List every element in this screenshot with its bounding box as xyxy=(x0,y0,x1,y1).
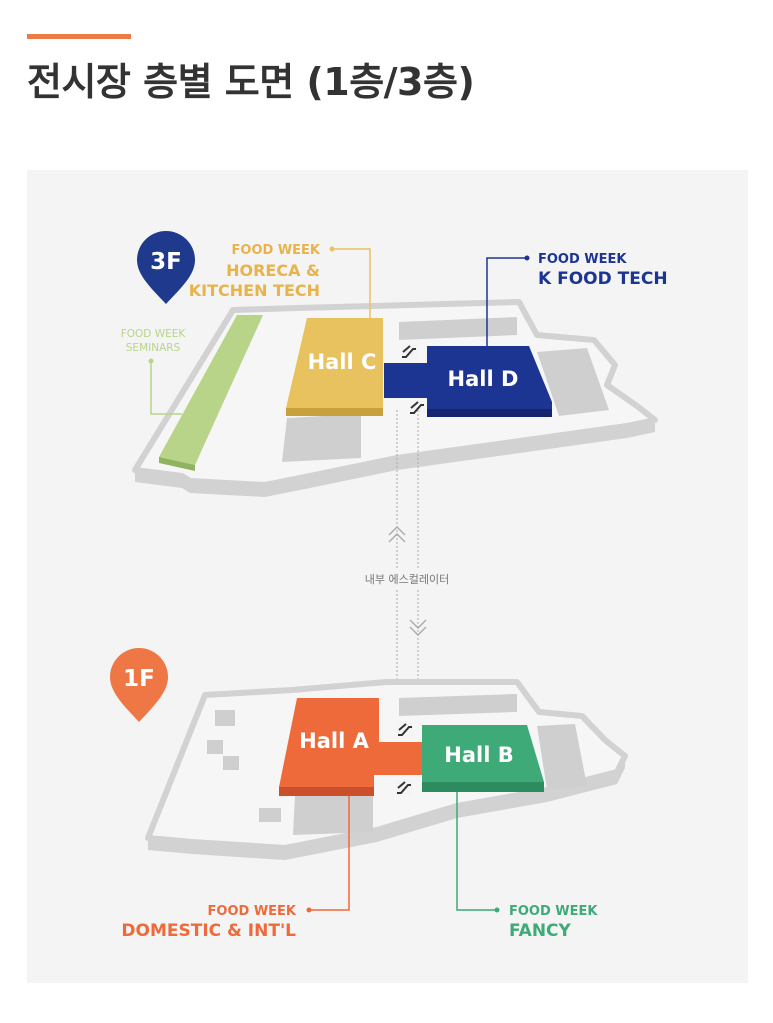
hall-c-area xyxy=(286,318,383,408)
floor-3f-badge: 3F xyxy=(150,249,182,275)
kfood-leader-line xyxy=(486,257,527,346)
seminars-area xyxy=(159,315,263,465)
fancy-food-week: FOOD WEEK xyxy=(509,904,598,919)
fancy-leader-line xyxy=(456,792,497,911)
hall-c-area-edge xyxy=(286,408,383,416)
floor-1f-block xyxy=(259,808,281,822)
floor-1f-block xyxy=(399,694,517,716)
hall-a-label: Hall A xyxy=(299,729,369,753)
kfood-food-week: FOOD WEEK xyxy=(538,252,627,267)
accent-bar xyxy=(27,34,131,39)
floor-3f-pin-icon: 3F xyxy=(137,230,196,304)
floor-1f-badge: 1F xyxy=(123,666,155,692)
hall-a-area xyxy=(279,698,422,787)
horeca-line2: KITCHEN TECH xyxy=(189,281,320,300)
hall-a-area-edge xyxy=(279,787,374,796)
floor-1f-block xyxy=(293,792,373,835)
escalator-icon xyxy=(397,722,413,738)
seminars-area-edge xyxy=(159,457,195,471)
escalator-icon xyxy=(401,344,417,360)
seminars-leader-line xyxy=(150,361,182,415)
hall-d-area xyxy=(384,346,552,415)
hall-b-area-edge xyxy=(422,782,544,792)
floor-3f: Hall C Hall D FOOD WEEK HORECA & KITCHEN… xyxy=(121,230,668,497)
escalator-icon xyxy=(396,780,412,796)
fancy-leader-dot xyxy=(494,907,500,913)
horeca-food-week: FOOD WEEK xyxy=(232,243,321,258)
seminars-food-week: FOOD WEEK xyxy=(121,328,187,340)
escalator-label: 내부 에스컬레이터 xyxy=(365,573,449,586)
domestic-leader-line xyxy=(309,796,350,911)
floor-map-panel: Hall C Hall D FOOD WEEK HORECA & KITCHEN… xyxy=(27,170,748,983)
floor-1f-pin-icon: 1F xyxy=(110,648,168,722)
hall-d-label: Hall D xyxy=(448,367,519,391)
page-title: 전시장 층별 도면 (1층/3층) xyxy=(27,60,475,104)
floor-1f-block xyxy=(215,710,235,726)
horeca-leader-line xyxy=(332,248,371,318)
floor-1f-block xyxy=(537,724,587,790)
seminars-name: SEMINARS xyxy=(126,342,181,354)
escalator-down-arrow-icon xyxy=(409,619,427,636)
floor-3f-block xyxy=(537,348,609,416)
hall-c-label: Hall C xyxy=(308,350,377,374)
escalator-up-arrow-icon xyxy=(388,526,406,543)
hall-d-area-edge xyxy=(427,409,552,417)
hall-b-label: Hall B xyxy=(444,743,513,767)
hall-b-area xyxy=(422,725,544,782)
horeca-line1: HORECA & xyxy=(226,261,320,280)
floor-3f-block xyxy=(282,414,361,462)
escalator-icon xyxy=(409,400,425,416)
kfood-name: K FOOD TECH xyxy=(538,269,668,289)
floor-1f-outline-side xyxy=(148,756,625,860)
floor-map: Hall C Hall D FOOD WEEK HORECA & KITCHEN… xyxy=(110,230,668,941)
domestic-leader-dot xyxy=(306,907,312,913)
domestic-name: DOMESTIC & INT'L xyxy=(121,921,296,941)
floor-1f: Hall A Hall B FOOD WEEK DOMESTIC & INT'L… xyxy=(110,648,628,941)
fancy-name: FANCY xyxy=(509,921,572,941)
floor-1f-block xyxy=(223,756,239,770)
floor-1f-block xyxy=(207,740,223,754)
domestic-food-week: FOOD WEEK xyxy=(208,904,297,919)
